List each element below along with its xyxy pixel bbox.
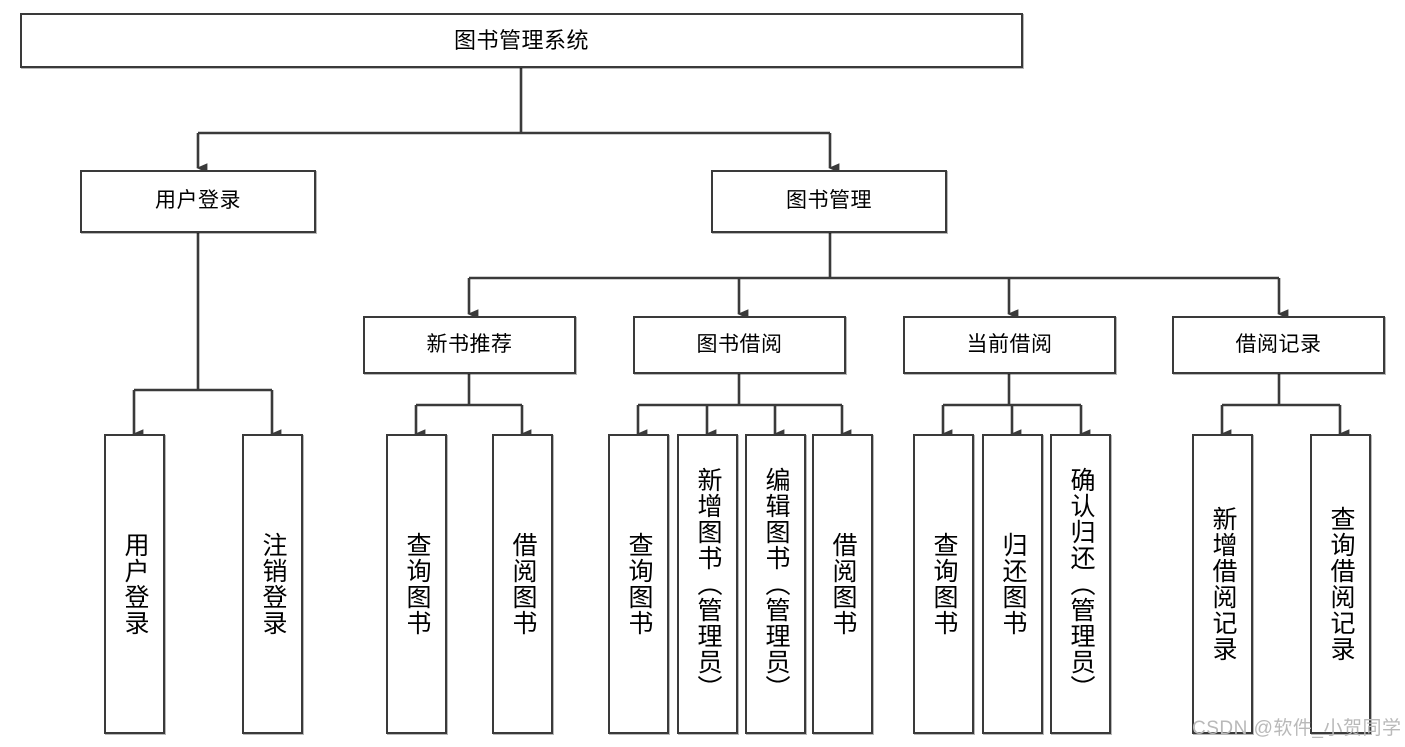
node-label: 确认归还（管理员） [1067, 467, 1095, 701]
leaf-book-borrow-edit-book-admin[interactable]: 编辑图书（管理员） [745, 434, 806, 734]
leaf-current-borrow-confirm-return-admin[interactable]: 确认归还（管理员） [1050, 434, 1111, 734]
node-label: 当前借阅 [966, 332, 1053, 356]
leaf-borrow-record-add-record[interactable]: 新增借阅记录 [1192, 434, 1253, 734]
node-label: 查询图书 [625, 532, 653, 636]
node-label: 新增图书（管理员） [694, 467, 722, 701]
node-book-management[interactable]: 图书管理 [711, 170, 947, 233]
node-label: 用户登录 [121, 532, 149, 636]
node-label: 注销登录 [259, 532, 287, 636]
leaf-current-borrow-return-book[interactable]: 归还图书 [982, 434, 1043, 734]
leaf-book-borrow-add-book-admin[interactable]: 新增图书（管理员） [677, 434, 738, 734]
node-root-system[interactable]: 图书管理系统 [20, 13, 1023, 68]
node-label: 图书管理 [786, 189, 872, 213]
leaf-book-borrow-query-book[interactable]: 查询图书 [608, 434, 669, 734]
node-label: 查询借阅记录 [1327, 506, 1355, 662]
node-user-login[interactable]: 用户登录 [80, 170, 316, 233]
leaf-borrow-record-query-record[interactable]: 查询借阅记录 [1310, 434, 1371, 734]
node-label: 新书推荐 [426, 332, 513, 356]
node-label: 编辑图书（管理员） [762, 467, 790, 701]
node-label: 归还图书 [999, 532, 1027, 636]
node-label: 借阅图书 [509, 532, 537, 636]
node-current-borrow[interactable]: 当前借阅 [903, 316, 1116, 374]
node-label: 借阅记录 [1235, 332, 1322, 356]
leaf-new-book-borrow-book[interactable]: 借阅图书 [492, 434, 553, 734]
leaf-user-login-login[interactable]: 用户登录 [104, 434, 165, 734]
leaf-new-book-query-book[interactable]: 查询图书 [386, 434, 447, 734]
leaf-user-login-logout[interactable]: 注销登录 [242, 434, 303, 734]
node-borrow-record[interactable]: 借阅记录 [1172, 316, 1385, 374]
node-label: 查询图书 [930, 532, 958, 636]
node-label: 图书管理系统 [453, 27, 589, 53]
node-label: 用户登录 [155, 189, 241, 213]
node-label: 新增借阅记录 [1209, 506, 1237, 662]
node-label: 查询图书 [403, 532, 431, 636]
node-label: 图书借阅 [696, 332, 783, 356]
node-new-book-recommend[interactable]: 新书推荐 [363, 316, 576, 374]
node-label: 借阅图书 [829, 532, 857, 636]
node-book-borrow[interactable]: 图书借阅 [633, 316, 846, 374]
leaf-current-borrow-query-book[interactable]: 查询图书 [913, 434, 974, 734]
csdn-watermark: CSDN @软件_小贺同学 [1192, 718, 1402, 739]
leaf-book-borrow-borrow-book[interactable]: 借阅图书 [812, 434, 873, 734]
